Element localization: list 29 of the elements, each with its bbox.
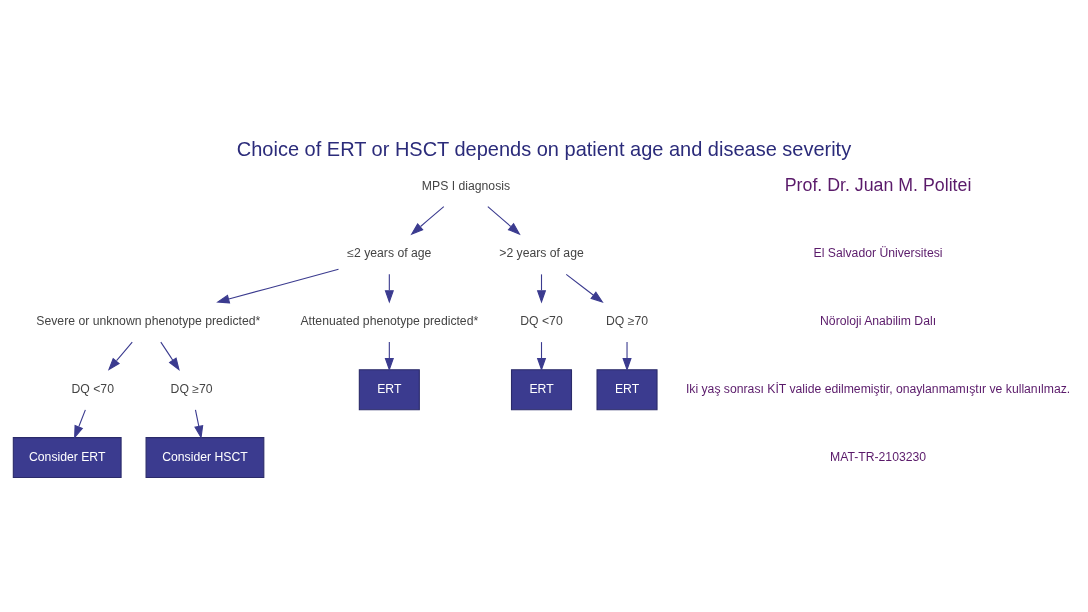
label: Prof. Dr. Juan M. Politei [784,174,972,195]
arrow [107,341,133,371]
node-text: Attenuated phenotype predicted* [300,313,479,328]
node-text: DQ <70 [71,381,114,396]
node-text: DQ <70 [520,313,563,328]
label: Nöroloji Anabilim Dalı [820,313,937,328]
arrow [160,341,180,371]
node-text: Severe or unknown phenotype predicted* [36,313,261,328]
arrow [622,341,632,371]
diagram-title: Choice of ERT or HSCT depends on patient age and disease severity [236,137,852,160]
node-text: >2 years of age [499,245,584,260]
node-box: ERT [596,368,658,410]
label: El Salvador Üniversitesi [813,245,943,260]
arrow [74,408,86,439]
node-text: DQ ≥70 [170,381,213,396]
node-box: ERT [358,368,420,410]
node-text: MPS I diagnosis [421,178,511,193]
arrow [194,408,204,439]
node-box: Consider HSCT [145,436,265,478]
arrow [410,205,445,235]
node-box: ERT [510,368,573,410]
node-box: Consider ERT [12,436,122,478]
label: Iki yaş sonrası KİT valide edilmemiştir, onaylanmamıştır ve kullanılmaz. [685,381,1071,396]
arrow [487,205,521,235]
node-text: DQ ≥70 [606,313,649,328]
arrow [565,273,604,303]
label: MAT-TR-2103230 [830,449,927,464]
node-text: ≤2 years of age [347,245,432,260]
arrow [216,268,340,303]
